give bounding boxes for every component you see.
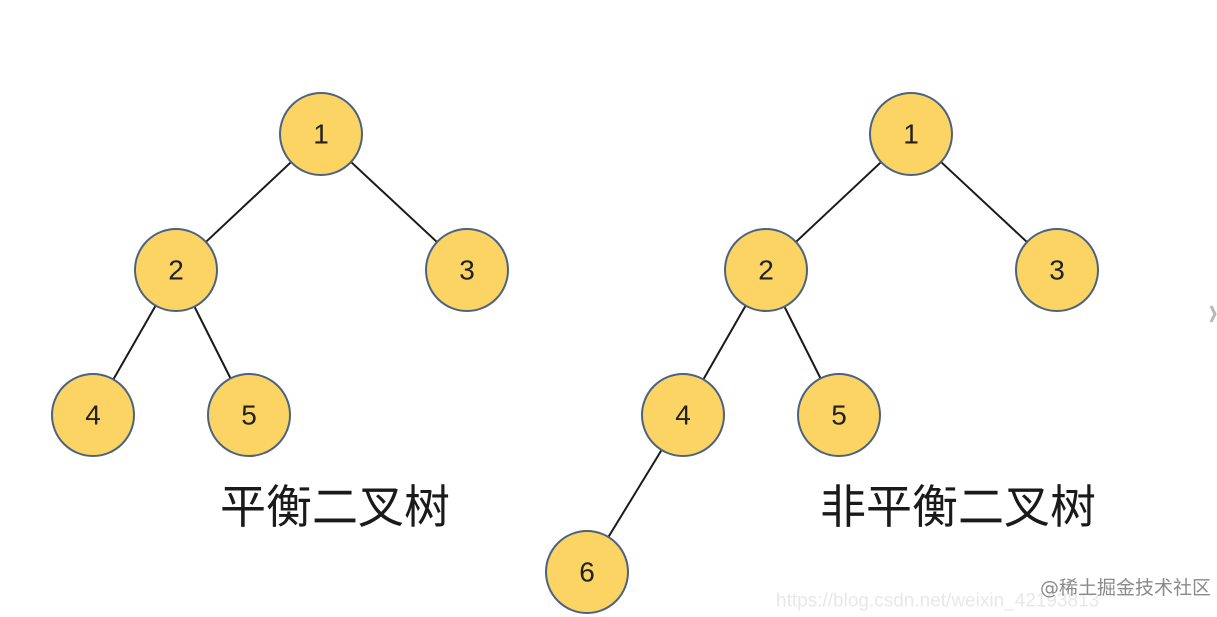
tree-node: 6 bbox=[545, 530, 629, 614]
tree-edge bbox=[205, 161, 292, 243]
chevron-right-icon[interactable] bbox=[1209, 305, 1217, 323]
tree-edge bbox=[783, 306, 822, 379]
tree-node: 3 bbox=[1015, 228, 1099, 312]
watermark-brand: @稀土掘金技术社区 bbox=[1040, 577, 1211, 599]
tree-node-label: 3 bbox=[1049, 255, 1065, 286]
tree-edge bbox=[940, 161, 1028, 243]
nodes-layer: 1 2 3 4 5 1 2 3 4 5 6 bbox=[51, 92, 1099, 614]
watermark-url: https://blog.csdn.net/weixin_42193813 bbox=[776, 591, 1099, 612]
tree-node: 2 bbox=[134, 228, 218, 312]
tree-node-circle bbox=[869, 92, 953, 176]
tree-node-circle bbox=[1015, 228, 1099, 312]
tree-edge bbox=[112, 305, 157, 380]
tree-node-circle bbox=[724, 228, 808, 312]
tree-node: 1 bbox=[869, 92, 953, 176]
tree-node: 3 bbox=[425, 228, 509, 312]
tree-node: 1 bbox=[279, 92, 363, 176]
tree-node-label: 1 bbox=[903, 119, 919, 150]
tree-node-circle bbox=[797, 373, 881, 457]
tree-node-label: 1 bbox=[313, 119, 329, 150]
tree-node-label: 4 bbox=[675, 400, 691, 431]
tree-edge bbox=[607, 449, 663, 538]
tree-node-label: 5 bbox=[831, 400, 847, 431]
tree-edge bbox=[702, 305, 747, 380]
tree-node-label: 4 bbox=[85, 400, 101, 431]
tree-node-circle bbox=[134, 228, 218, 312]
tree-node-circle bbox=[425, 228, 509, 312]
tree-node-label: 5 bbox=[241, 400, 257, 431]
tree-edge bbox=[350, 161, 438, 243]
tree-node-label: 3 bbox=[459, 255, 475, 286]
caption-unbalanced-tree: 非平衡二叉树 bbox=[820, 480, 1096, 534]
tree-node: 4 bbox=[51, 373, 135, 457]
tree-node-circle bbox=[207, 373, 291, 457]
tree-node: 5 bbox=[797, 373, 881, 457]
edges-layer bbox=[112, 161, 1028, 538]
tree-node-circle bbox=[545, 530, 629, 614]
tree-node: 4 bbox=[641, 373, 725, 457]
tree-node-label: 2 bbox=[168, 255, 184, 286]
tree-node-circle bbox=[51, 373, 135, 457]
caption-balanced-tree: 平衡二叉树 bbox=[220, 480, 450, 534]
tree-node-circle bbox=[641, 373, 725, 457]
tree-node: 5 bbox=[207, 373, 291, 457]
tree-node: 2 bbox=[724, 228, 808, 312]
tree-node-circle bbox=[279, 92, 363, 176]
tree-edge bbox=[795, 161, 882, 243]
tree-edge bbox=[193, 306, 232, 379]
tree-node-label: 6 bbox=[579, 557, 595, 588]
tree-node-label: 2 bbox=[758, 255, 774, 286]
